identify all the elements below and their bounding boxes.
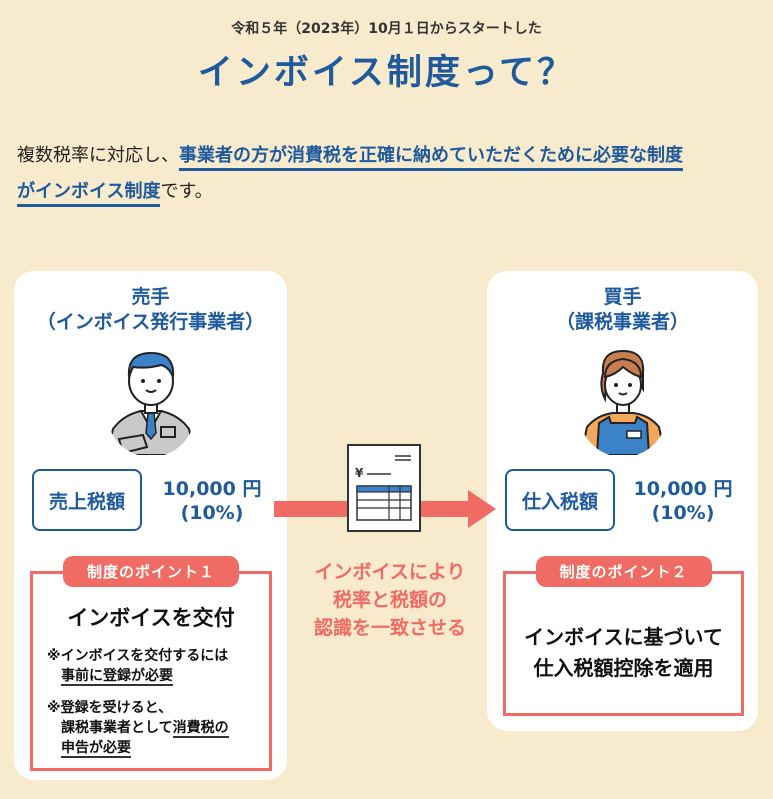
businessman-icon (103, 343, 199, 456)
intro-emphasis-1: 事業者の方が消費税を正確に納めていただくために必要な制度 (179, 145, 683, 171)
invoice-document-icon: ¥ (347, 444, 421, 532)
intro-paragraph: 複数税率に対応し、事業者の方が消費税を正確に納めていただくために必要な制度 がイ… (17, 138, 767, 210)
note-underlined: 消費税の (172, 720, 229, 738)
point-2-line1: インボイスに基づいて (524, 625, 723, 649)
seller-title-line2: （インボイス発行事業者） (36, 311, 265, 333)
point-2-box: 制度のポイント２ インボイスに基づいて 仕入税額控除を適用 (503, 556, 744, 716)
point-2-line2: 仕入税額控除を適用 (533, 656, 714, 680)
note-mark: ※ (47, 648, 61, 664)
buyer-amount-value: 10,000 円 (633, 478, 733, 500)
buyer-tax-rate: (10%) (651, 502, 715, 524)
point-2-text: インボイスに基づいて 仕入税額控除を適用 (506, 622, 741, 684)
page-title: インボイス制度って？ (197, 53, 576, 93)
note-registration: ※インボイスを交付するには 事前に登録が必要 (47, 646, 228, 686)
note-mark: ※ (47, 700, 61, 716)
arrow-right-icon (468, 490, 496, 528)
buyer-amount: 10,000 円 (10%) (623, 477, 743, 525)
seller-amount-value: 10,000 円 (162, 478, 262, 500)
note-underlined: 事前に登録が必要 (61, 668, 173, 686)
note-text: インボイスを交付するには (60, 648, 229, 664)
buyer-card: 買手 （課税事業者） 仕入税額 10,000 円 (10%) 制度のポイント２ … (487, 271, 758, 731)
intro-emphasis-2: がインボイス制度 (17, 181, 161, 207)
svg-text:¥: ¥ (355, 466, 364, 480)
shop-staff-woman-icon (575, 343, 671, 456)
buyer-title-line1: 買手 (603, 286, 642, 308)
invoice-explanation: インボイスにより 税率と税額の 認識を一致させる (290, 558, 490, 642)
seller-title: 売手 （インボイス発行事業者） (14, 285, 287, 335)
invoice-explanation-line2: 税率と税額の (332, 589, 447, 611)
purchase-tax-label: 仕入税額 (505, 469, 615, 531)
point-2-tag: 制度のポイント２ (535, 556, 712, 587)
sales-tax-label: 売上税額 (32, 469, 142, 531)
point-1-tag: 制度のポイント１ (62, 556, 240, 587)
note-text: 課税事業者として (61, 720, 173, 736)
seller-amount: 10,000 円 (10%) (152, 477, 272, 525)
seller-card: 売手 （インボイス発行事業者） 売上税額 10,000 円 (10%) 制度のポ… (14, 271, 287, 780)
seller-tax-rate: (10%) (180, 502, 244, 524)
note-underlined: 申告が必要 (61, 740, 131, 758)
buyer-title: 買手 （課税事業者） (487, 285, 758, 335)
point-1-heading: インボイスを交付 (67, 606, 235, 630)
invoice-explanation-line3: 認識を一致させる (313, 617, 466, 639)
buyer-title-line2: （課税事業者） (555, 311, 689, 333)
note-tax-return: ※登録を受けると、 課税事業者として消費税の 申告が必要 (47, 698, 229, 758)
page-subtitle: 令和５年（2023年）10月１日からスタートした (231, 21, 542, 37)
point-1-box: 制度のポイント１ インボイスを交付 ※インボイスを交付するには 事前に登録が必要… (30, 556, 272, 771)
seller-title-line1: 売手 (131, 286, 170, 308)
intro-prefix: 複数税率に対応し、 (17, 145, 179, 166)
note-text: 登録を受けると、 (60, 700, 173, 716)
intro-suffix: です。 (160, 181, 213, 202)
invoice-explanation-line1: インボイスにより (314, 561, 466, 583)
